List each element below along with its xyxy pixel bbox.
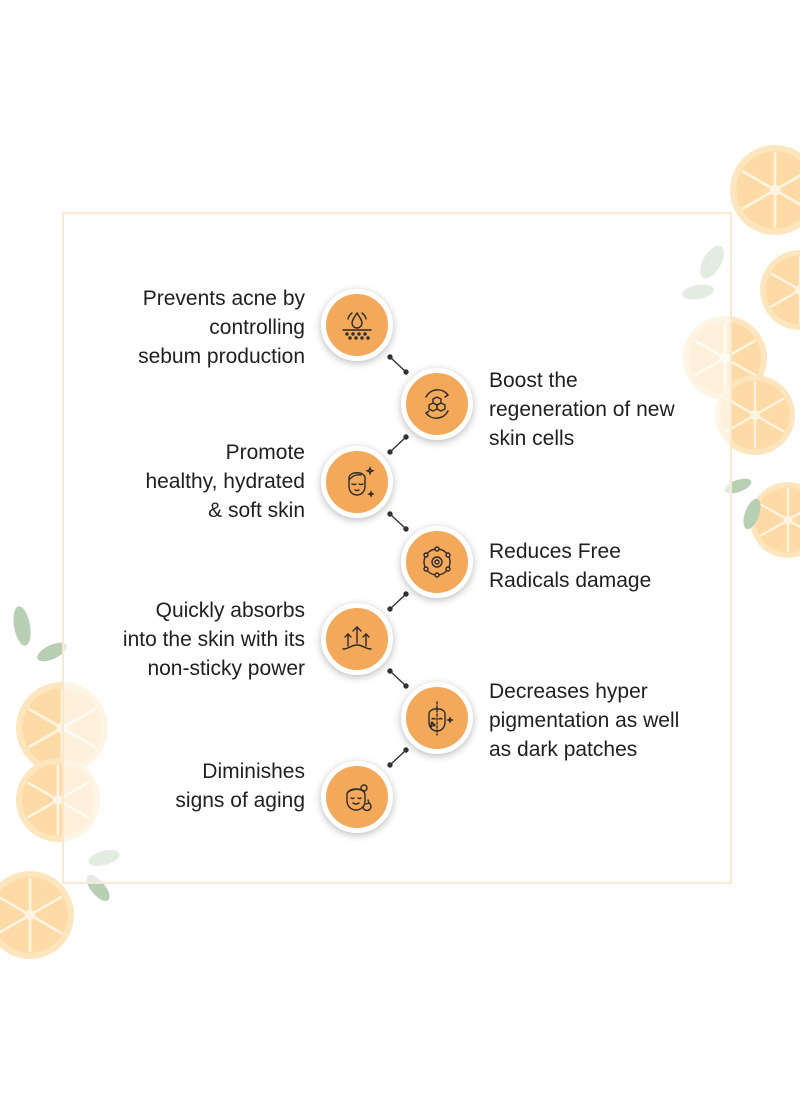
cell-regeneration-icon: [424, 389, 450, 419]
benefit-node-2: [401, 368, 473, 440]
pigmentation-face-icon: [428, 701, 454, 736]
anti-aging-face-icon: [346, 784, 372, 812]
benefit-label-4: Reduces Free Radicals damage: [489, 540, 652, 592]
benefit-label-6: Decreases hyper pigmentation as well as …: [489, 680, 680, 761]
benefit-node-3: [321, 446, 393, 518]
benefit-label-7: Diminishes signs of aging: [175, 760, 305, 812]
benefit-node-7: [321, 761, 393, 833]
benefit-node-4: [401, 526, 473, 598]
content-frame: [62, 212, 732, 884]
benefit-label-3: Promote healthy, hydrated & soft skin: [145, 441, 305, 522]
sebum-drop-icon: [342, 311, 372, 340]
benefit-node-6: [401, 682, 473, 754]
glowing-face-icon: [348, 466, 375, 498]
benefit-label-1: Prevents acne by controlling sebum produ…: [138, 287, 305, 368]
absorption-arrows-icon: [342, 626, 372, 650]
benefit-label-2: Boost the regeneration of new skin cells: [489, 369, 675, 450]
benefit-node-1: [321, 289, 393, 361]
free-radicals-icon: [423, 546, 451, 578]
benefit-label-5: Quickly absorbs into the skin with its n…: [122, 599, 305, 680]
benefit-node-5: [321, 603, 393, 675]
